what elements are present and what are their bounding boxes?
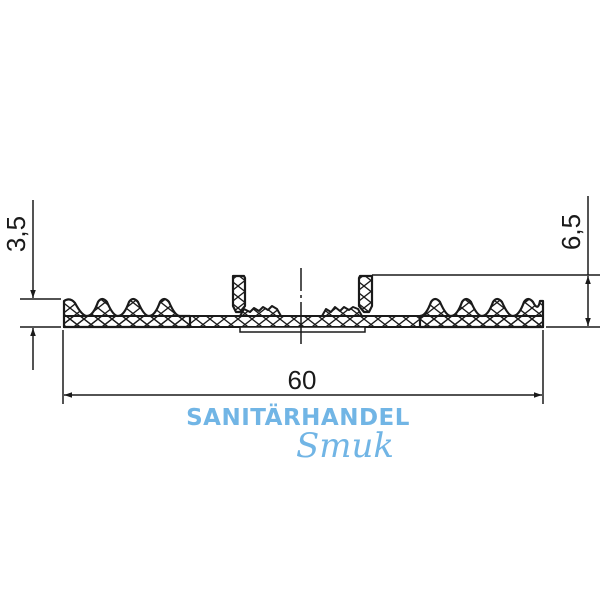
- watermark-line1: SANITÄRHANDEL: [186, 403, 410, 431]
- watermark-logo: SANITÄRHANDEL Smuk: [186, 403, 410, 466]
- right-rib-waves: [418, 297, 545, 329]
- left-height-label: 3,5: [1, 216, 31, 252]
- left-rib-waves: [62, 297, 192, 329]
- right-height-dimension: 6,5: [372, 196, 600, 328]
- watermark-line2: Smuk: [296, 426, 394, 466]
- width-dimension: 60: [62, 330, 544, 404]
- center-raised-section: [239, 305, 363, 317]
- right-upright-leg: [357, 274, 374, 314]
- width-label: 60: [288, 365, 317, 395]
- left-upright-leg: [231, 274, 247, 314]
- profile-section: [62, 268, 545, 344]
- right-height-label: 6,5: [556, 214, 586, 250]
- underside-tongue: [239, 326, 366, 333]
- left-height-dimension: 3,5: [1, 200, 61, 370]
